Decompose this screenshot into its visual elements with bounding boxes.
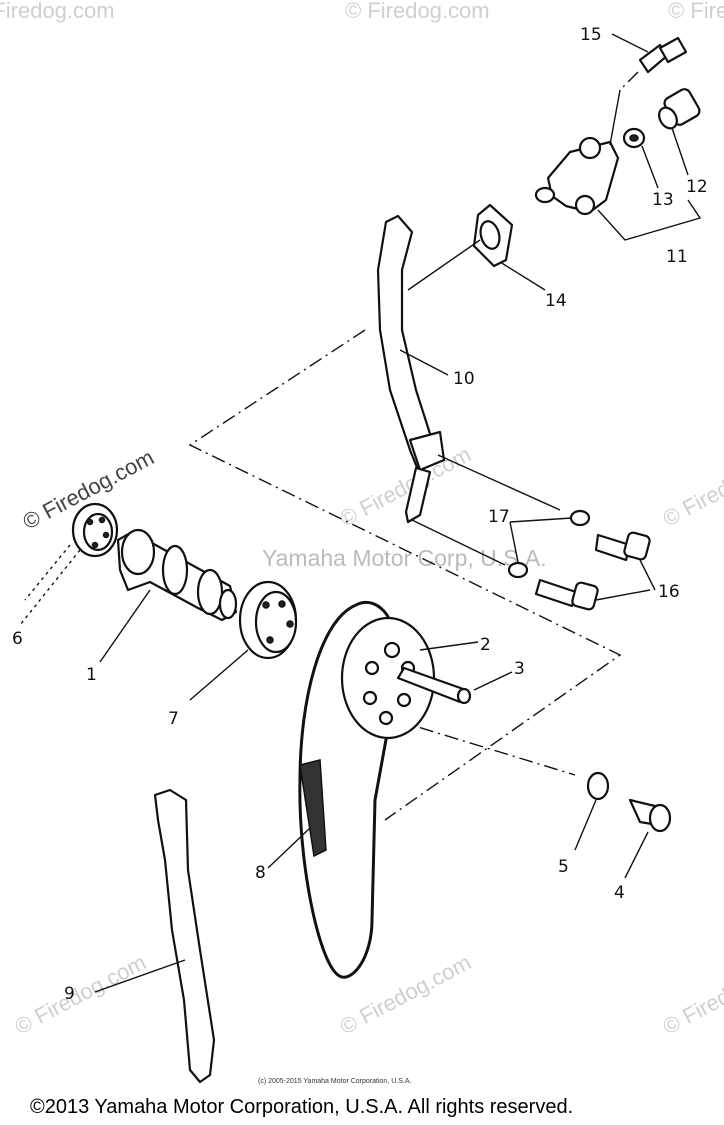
label-16: 16 bbox=[658, 582, 680, 602]
label-10: 10 bbox=[453, 369, 475, 389]
label-13: 13 bbox=[652, 190, 674, 210]
part-11-tensioner bbox=[534, 89, 702, 241]
small-copyright: (c) 2005-2015 Yamaha Motor Corporation, … bbox=[258, 1078, 411, 1085]
label-2: 2 bbox=[480, 635, 491, 655]
label-15: 15 bbox=[580, 25, 602, 45]
watermark-text: © Firedog.com bbox=[0, 0, 115, 23]
watermark-text: © Firedog.com bbox=[336, 441, 475, 531]
part-12-plug bbox=[658, 88, 701, 176]
part-16-bolts bbox=[534, 531, 656, 611]
label-6: 6 bbox=[12, 629, 23, 649]
part-6-bearing bbox=[19, 502, 119, 626]
part-15-bolt bbox=[611, 33, 688, 91]
watermark-text: © Firedog.com bbox=[11, 949, 150, 1039]
label-5: 5 bbox=[558, 857, 569, 877]
label-11: 11 bbox=[666, 247, 688, 267]
label-9: 9 bbox=[64, 984, 75, 1004]
label-14: 14 bbox=[545, 291, 567, 311]
part-7-bearing bbox=[189, 580, 298, 701]
label-8: 8 bbox=[255, 863, 266, 883]
label-4: 4 bbox=[614, 883, 625, 903]
watermark-text: © Firedog.com bbox=[668, 0, 724, 23]
label-1: 1 bbox=[86, 665, 97, 685]
watermark-text: © Firedog.com bbox=[336, 949, 475, 1039]
part-3-pin bbox=[396, 666, 513, 705]
label-7: 7 bbox=[168, 709, 179, 729]
part-13-washer bbox=[622, 127, 659, 189]
watermark-text: © Firedog.com bbox=[659, 441, 724, 531]
part-17-washers bbox=[507, 509, 591, 579]
part-14-gasket bbox=[407, 203, 546, 291]
part-8-timing-chain bbox=[267, 601, 397, 979]
part-2-sprocket bbox=[340, 616, 479, 740]
copyright-footer: ©2013 Yamaha Motor Corporation, U.S.A. A… bbox=[30, 1096, 573, 1118]
watermark-text: © Firedog.com bbox=[345, 0, 490, 23]
label-17: 17 bbox=[488, 507, 510, 527]
watermark-text: © Firedog.com bbox=[659, 949, 724, 1039]
reference-numbers: 15 12 13 11 14 10 17 16 6 1 2 3 7 8 5 4 … bbox=[12, 25, 708, 1004]
label-3: 3 bbox=[514, 659, 525, 679]
label-12: 12 bbox=[686, 177, 708, 197]
alignment-lines bbox=[24, 329, 622, 821]
part-1-camshaft bbox=[99, 528, 238, 663]
part-5-washer bbox=[574, 771, 610, 851]
part-4-bolt bbox=[624, 798, 672, 879]
part-9-chain-guide bbox=[94, 788, 216, 1084]
part-10-chain-guide bbox=[376, 214, 561, 566]
